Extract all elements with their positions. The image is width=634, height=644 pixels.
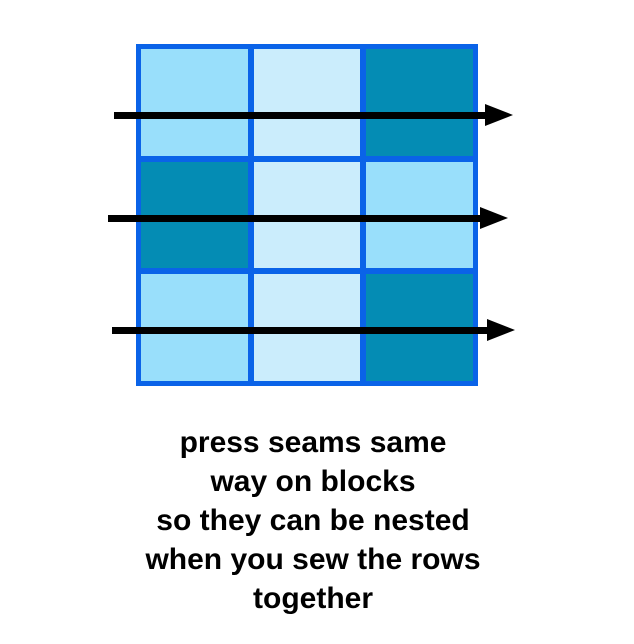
arrow-shaft [108,214,480,222]
caption-line: press seams same [179,426,447,459]
arrow-shaft [112,326,487,334]
sew-direction-arrow-row-3 [112,319,515,341]
arrow-right-icon [480,207,508,229]
sew-direction-arrow-row-2 [108,207,508,229]
arrow-right-icon [487,319,515,341]
caption-line: together [253,582,373,615]
caption-line: so they can be nested [156,504,470,537]
quilt-block-r1c1 [141,49,248,156]
caption-line: way on blocks [210,465,416,498]
arrow-shaft [114,111,485,119]
quilt-block-r1c2 [253,49,361,156]
caption-line: when you sew the rows [145,543,481,576]
quilt-block-r1c3 [366,49,473,156]
caption: press seams same way on blocks so they c… [0,423,626,618]
arrow-right-icon [485,104,513,126]
sew-direction-arrow-row-1 [114,104,513,126]
